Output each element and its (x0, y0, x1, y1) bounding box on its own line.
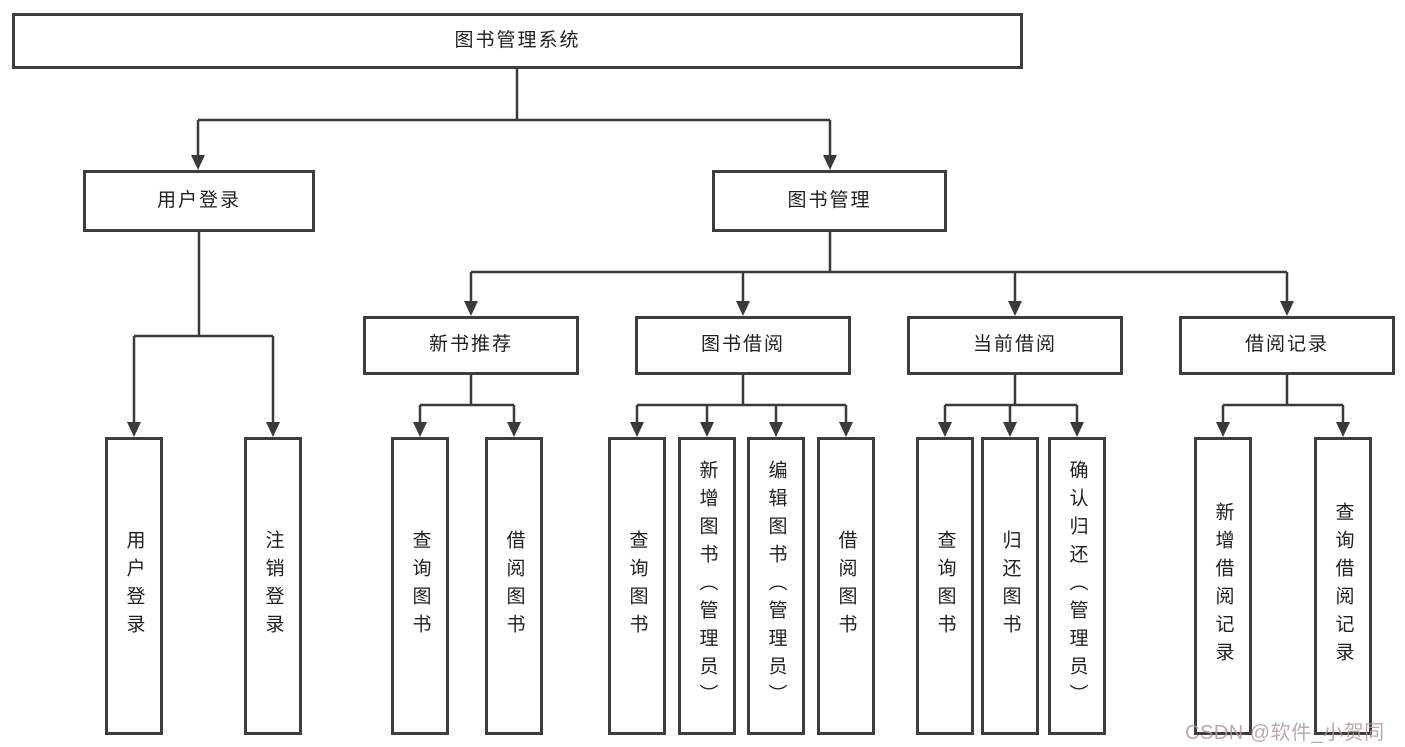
arrow-icon (191, 155, 205, 170)
arrow-icon (630, 422, 644, 437)
connector-new-book-branch (418, 375, 516, 423)
arrow-icon (413, 422, 427, 437)
node-borrow-records: 借阅记录 (1179, 316, 1395, 375)
node-cb-query-books: 查询图书 (916, 437, 974, 735)
node-cb-confirm-return-admin: 确认归还（管理员） (1048, 437, 1106, 735)
connector-book-management-branch (469, 232, 1289, 302)
arrowheads (127, 155, 1350, 437)
arrow-icon (769, 422, 783, 437)
arrow-icon (507, 422, 521, 437)
node-cb-return-books: 归还图书 (981, 437, 1039, 735)
node-br-add-record: 新增借阅记录 (1194, 437, 1252, 735)
node-br-query-record: 查询借阅记录 (1314, 437, 1372, 735)
node-current-borrow: 当前借阅 (907, 316, 1123, 375)
arrow-icon (1008, 301, 1022, 316)
node-bb-query-books: 查询图书 (608, 437, 666, 735)
node-book-borrow: 图书借阅 (635, 316, 851, 375)
node-bb-edit-books-admin: 编辑图书（管理员） (747, 437, 805, 735)
connector-root-to-level2 (196, 69, 832, 157)
connector-borrow-record-branch (1221, 375, 1345, 423)
arrow-icon (1216, 422, 1230, 437)
node-book-management: 图书管理 (712, 170, 947, 232)
node-nbr-query-books: 查询图书 (391, 437, 449, 735)
connector-current-borrow-branch (943, 375, 1079, 423)
arrow-icon (464, 301, 478, 316)
node-root: 图书管理系统 (12, 13, 1023, 69)
node-login: 用户登录 (105, 437, 163, 735)
arrow-icon (839, 422, 853, 437)
node-user-login: 用户登录 (83, 170, 315, 232)
node-bb-borrow-books: 借阅图书 (817, 437, 875, 735)
arrow-icon (938, 422, 952, 437)
arrow-icon (823, 155, 837, 170)
arrow-icon (127, 422, 141, 437)
arrow-icon (1336, 422, 1350, 437)
watermark: CSDN @软件_小贺同学 (1185, 722, 1385, 744)
arrow-icon (700, 422, 714, 437)
arrow-icon (736, 301, 750, 316)
connector-book-borrow-branch (635, 375, 848, 423)
node-bb-add-books-admin: 新增图书（管理员） (678, 437, 736, 735)
arrow-icon (1070, 422, 1084, 437)
arrow-icon (266, 422, 280, 437)
node-logout: 注销登录 (244, 437, 302, 735)
arrow-icon (1003, 422, 1017, 437)
node-new-book-recommend: 新书推荐 (363, 316, 579, 375)
arrow-icon (1280, 301, 1294, 316)
node-nbr-borrow-books: 借阅图书 (485, 437, 543, 735)
connector-user-login-branch (132, 232, 275, 423)
